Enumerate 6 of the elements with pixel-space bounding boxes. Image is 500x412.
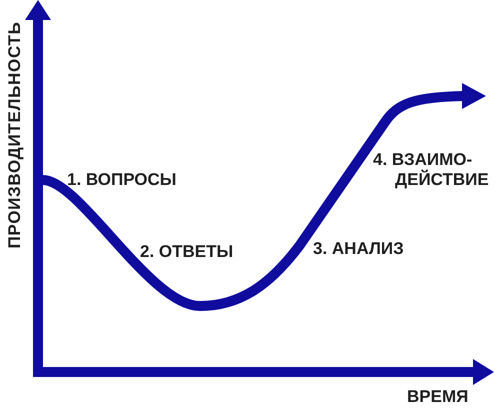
stage-label: 4. ВЗАИМО-ДЕЙСТВИЕ xyxy=(373,150,490,190)
y-axis-title: ПРОИЗВОДИТЕЛЬНОСТЬ xyxy=(5,21,25,249)
stage-label: 2. ОТВЕТЫ xyxy=(140,242,234,262)
x-axis-title: ВРЕМЯ xyxy=(407,387,468,407)
stage-label: 3. АНАЛИЗ xyxy=(313,239,404,259)
stage-label: 1. ВОПРОСЫ xyxy=(67,170,176,190)
